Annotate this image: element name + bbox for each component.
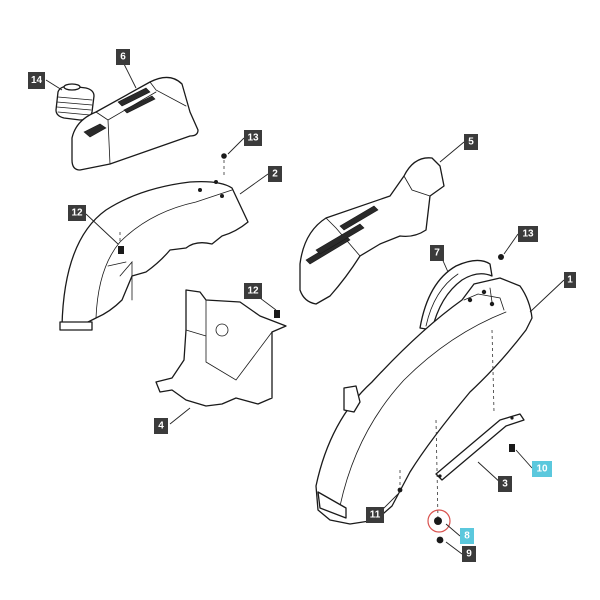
callout-14: 14 (28, 72, 45, 89)
washer-13-left (221, 153, 227, 159)
svg-text:12: 12 (71, 208, 83, 219)
callout-12-center: 12 (244, 283, 262, 299)
callout-7: 7 (430, 245, 444, 261)
part-4-bracket-panel[interactable] (155, 289, 287, 407)
bolt-10 (509, 444, 515, 452)
callout-12-left: 12 (68, 205, 86, 221)
callout-5: 5 (464, 134, 478, 150)
part-3-support-strap[interactable] (435, 413, 525, 481)
part-7-handle[interactable] (419, 259, 493, 331)
part-1-right-fender[interactable] (315, 277, 533, 525)
fasteners (118, 153, 515, 544)
svg-text:8: 8 (464, 531, 470, 542)
svg-text:13: 13 (522, 229, 534, 240)
part-2-left-inner-panel[interactable] (59, 180, 249, 331)
washer-13-right (498, 254, 504, 260)
callout-11: 11 (366, 507, 384, 523)
svg-text:4: 4 (158, 421, 164, 432)
svg-text:10: 10 (536, 464, 548, 475)
bolt-12-left (118, 246, 124, 254)
callout-6: 6 (116, 49, 130, 65)
part-14-boot[interactable] (55, 83, 95, 121)
callout-3: 3 (498, 476, 512, 492)
callout-1: 1 (564, 272, 576, 288)
nut-9 (436, 536, 444, 544)
callout-4: 4 (154, 418, 168, 434)
part-5-right-console-cover[interactable] (299, 157, 445, 305)
svg-text:6: 6 (120, 52, 126, 63)
callout-10: 10 (532, 461, 552, 477)
highlight-ring-8 (427, 509, 451, 533)
callout-8: 8 (460, 528, 474, 544)
callout-9: 9 (462, 546, 476, 562)
bolt-12-center (274, 310, 280, 318)
svg-text:2: 2 (272, 169, 278, 180)
svg-text:3: 3 (502, 479, 508, 490)
callout-2: 2 (268, 166, 282, 182)
bolt-11 (397, 487, 403, 493)
svg-text:9: 9 (466, 549, 472, 560)
svg-text:13: 13 (247, 133, 259, 144)
svg-text:5: 5 (468, 137, 474, 148)
svg-text:12: 12 (247, 286, 259, 297)
assembly-lines (119, 160, 495, 521)
part-6-console-cover[interactable] (71, 76, 199, 171)
callout-13-left: 13 (244, 130, 262, 146)
nut-8 (434, 517, 442, 525)
svg-text:14: 14 (31, 75, 43, 86)
svg-text:11: 11 (370, 510, 381, 521)
svg-text:1: 1 (567, 275, 573, 286)
svg-text:7: 7 (434, 248, 440, 259)
callout-13-right: 13 (518, 226, 538, 242)
